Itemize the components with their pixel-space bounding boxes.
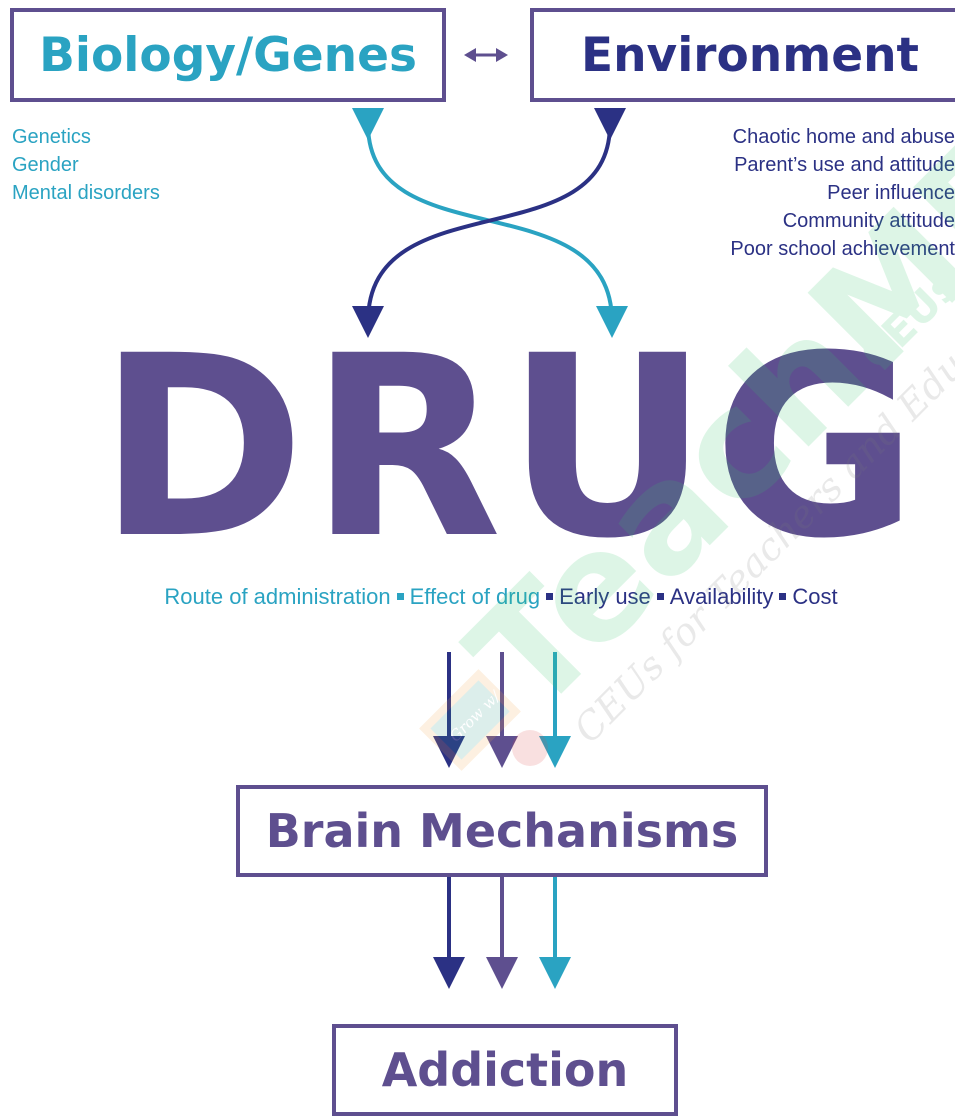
environment-factor: Poor school achievement: [730, 238, 955, 260]
separator-square-icon: [396, 592, 404, 600]
environment-factor-list: Chaotic home and abuse Parent’s use and …: [730, 123, 955, 263]
separator-square-icon: [656, 592, 664, 600]
drug-title: DRUG: [97, 302, 923, 593]
separator-square-icon: [779, 592, 787, 600]
biology-factor: Gender: [12, 154, 79, 176]
environment-factor: Peer influence: [827, 182, 955, 204]
drug-factor: Route of administration: [164, 584, 391, 609]
drug-factor: Effect of drug: [409, 584, 541, 609]
environment-label: Environment: [580, 27, 920, 83]
separator-square-icon: [546, 592, 554, 600]
addiction-box: Addiction: [332, 1024, 678, 1116]
environment-factor: Chaotic home and abuse: [732, 126, 955, 148]
drug-factors: Route of administration Effect of drug Ear…: [0, 582, 955, 612]
brain-mechanisms-box: Brain Mechanisms: [236, 785, 768, 877]
bidirectional-arrow-icon: [464, 48, 508, 62]
biology-factor: Mental disorders: [12, 182, 160, 204]
biology-genes-box: Biology/Genes: [10, 8, 446, 102]
environment-factor: Parent’s use and attitude: [734, 154, 955, 176]
environment-box: Environment: [530, 8, 955, 102]
env-drug-curve: [352, 107, 627, 338]
brain-mechanisms-label: Brain Mechanisms: [265, 804, 739, 858]
bio-drug-curve: [351, 107, 628, 338]
biology-factor: Genetics: [12, 126, 91, 148]
environment-factor: Community attitude: [782, 210, 955, 232]
addiction-label: Addiction: [381, 1043, 629, 1097]
drug-factor: Availability: [669, 584, 774, 609]
biology-factor-list: Genetics Gender Mental disorders: [12, 123, 160, 207]
biology-genes-label: Biology/Genes: [39, 27, 417, 83]
drug-factor: Early use: [559, 584, 651, 609]
drug-factor: Cost: [792, 584, 838, 609]
